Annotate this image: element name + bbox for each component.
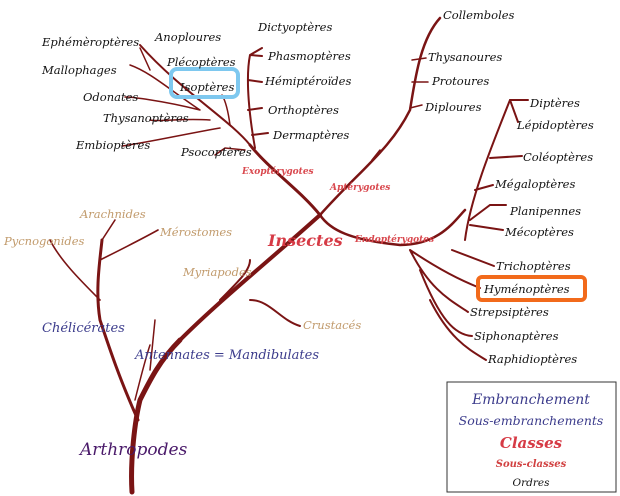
order-embiopteres: Embioptères [75,138,150,152]
class-merostomes: Mérostomes [159,225,232,239]
order-lepidopteres: Lépidoptères [516,118,594,132]
order-dipteres: Diptères [529,96,580,110]
order-ephemeropteres: Ephémèroptères [41,35,139,49]
order-collemboles: Collemboles [443,8,515,22]
order-strepsipteres: Strepsiptères [470,305,549,319]
tree-branches [49,16,529,495]
order-hymenopteres: Hyménoptères [483,282,570,296]
order-orthopteres: Orthoptères [268,103,339,117]
order-megalopteres: Mégaloptères [494,177,575,191]
order-mecopteres: Mécoptères [504,225,574,239]
hymenopteres-highlight [476,275,587,302]
order-siphonapteres: Siphonaptères [474,329,559,343]
class-myriapodes: Myriapodes [182,265,252,279]
class-arachnides: Arachnides [79,207,146,221]
legend-classes: Classes [500,434,563,452]
subphylum-antennates: Antennates = Mandibulates [134,348,319,363]
order-thysanopteres: Thysanoptères [103,111,189,125]
phylum-arthropodes: Arthropodes [78,440,188,460]
isopteres-highlight [169,67,240,99]
order-psocopteres: Psocoptères [180,145,252,159]
order-phasmopteres: Phasmoptères [267,49,351,63]
order-coleopteres: Coléoptères [523,150,593,164]
order-anoploures: Anoploures [154,30,221,44]
order-trichopteres: Trichoptères [496,259,571,273]
class-crustaces: Crustacés [303,318,361,332]
legend-sous-embranchements: Sous-embranchements [459,413,604,428]
subclass-exopterygotes: Exoptérygotes [241,166,314,177]
order-isopteres: Isoptères [179,80,234,94]
order-hemipteroides: Hémiptéroïdes [264,74,351,88]
legend-embranchement: Embranchement [471,392,590,408]
order-protoures: Protoures [431,74,489,88]
subclass-apterygotes: Aptérygotes [329,182,390,193]
order-plecopteres: Plécoptères [166,55,236,69]
order-odonates: Odonates [83,90,138,104]
legend-box: Embranchement Sous-embranchements Classe… [446,381,617,493]
order-thysanoures: Thysanoures [428,50,502,64]
legend-sous-classes: Sous-classes [496,459,567,470]
legend-ordres: Ordres [513,477,551,489]
order-mallophages: Mallophages [41,63,117,77]
class-pycnogonides: Pycnogonides [3,234,85,248]
subclass-endopterygotes: Endoptérygotes [354,234,434,245]
order-planipennes: Planipennes [509,204,581,218]
order-dermapteres: Dermaptères [272,128,349,142]
order-diploures: Diploures [424,100,482,114]
order-raphidiopteres: Raphidioptères [487,352,577,366]
class-insectes: Insectes [267,231,343,250]
subphylum-chelicerates: Chélicérates [42,321,125,336]
order-dictyopteres: Dictyoptères [257,20,332,34]
